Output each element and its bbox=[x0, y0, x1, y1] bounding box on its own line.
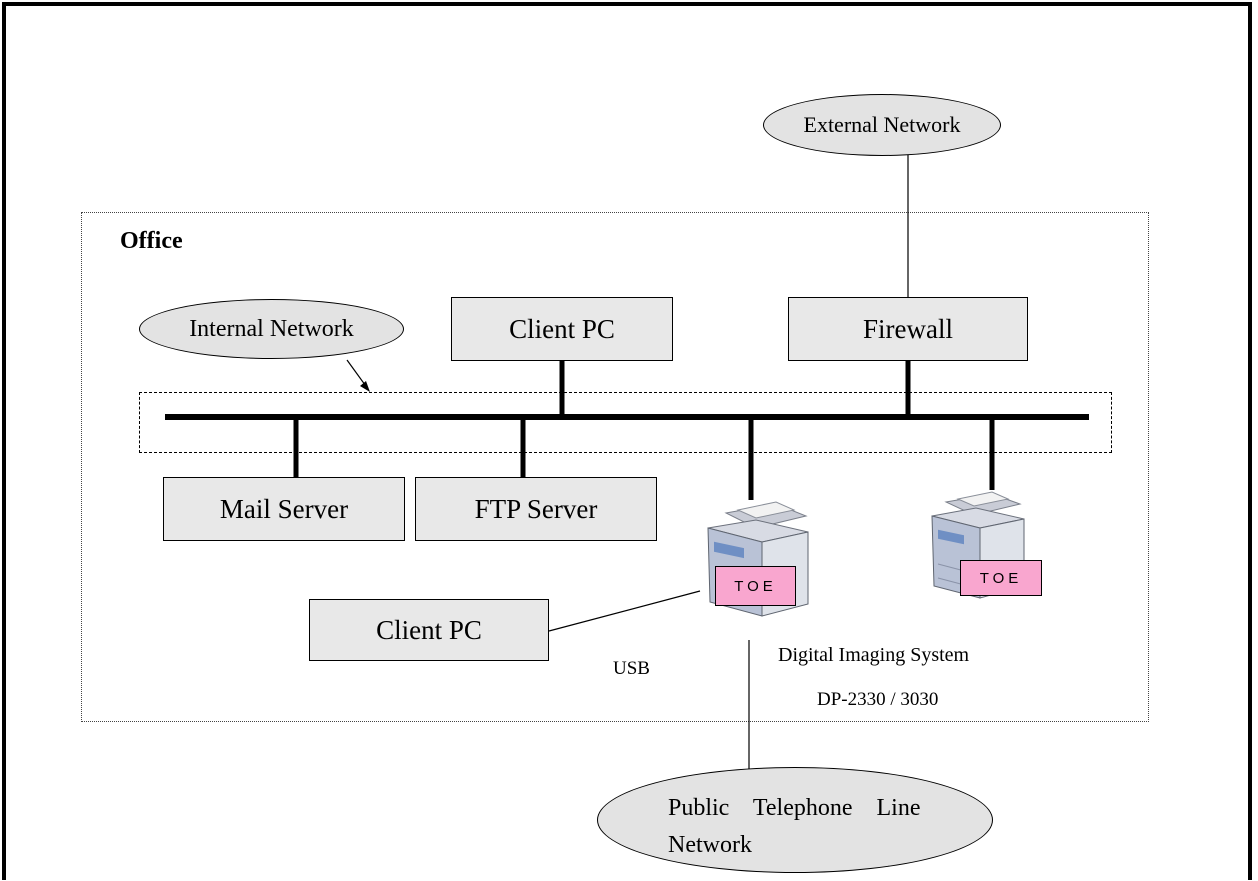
client-pc-top-label: Client PC bbox=[509, 313, 615, 344]
public-telephone-network-node: Public Telephone Line Network bbox=[597, 767, 993, 873]
client-pc-usb-node: Client PC bbox=[309, 599, 549, 661]
firewall-node: Firewall bbox=[788, 297, 1028, 361]
external-network-label: External Network bbox=[803, 112, 961, 137]
office-label: Office bbox=[120, 228, 183, 254]
toe-1-label: TOE bbox=[715, 566, 796, 606]
mail-server-label: Mail Server bbox=[219, 493, 349, 524]
mail-server-node: Mail Server bbox=[163, 477, 405, 541]
internal-network-boundary bbox=[139, 392, 1112, 453]
device-name-label: Digital Imaging System bbox=[778, 644, 970, 666]
toe-2-label: TOE bbox=[960, 560, 1042, 596]
external-network-node: External Network bbox=[763, 94, 1001, 156]
usb-link bbox=[548, 590, 701, 632]
device-model-label: DP-2330 / 3030 bbox=[817, 689, 939, 710]
usb-label: USB bbox=[613, 658, 650, 679]
client-pc-usb-label: Client PC bbox=[376, 614, 482, 645]
ftp-server-node: FTP Server bbox=[415, 477, 657, 541]
internal-network-label: Internal Network bbox=[189, 315, 354, 342]
public-telephone-line-label: Public Telephone Line bbox=[668, 795, 921, 821]
office-boundary bbox=[81, 212, 1149, 722]
public-telephone-network-label: Network bbox=[668, 832, 752, 858]
firewall-label: Firewall bbox=[863, 313, 953, 344]
ftp-server-label: FTP Server bbox=[474, 493, 598, 524]
client-pc-top-node: Client PC bbox=[451, 297, 673, 361]
internal-network-arrowhead bbox=[360, 381, 370, 392]
internal-network-node: Internal Network bbox=[139, 299, 404, 359]
